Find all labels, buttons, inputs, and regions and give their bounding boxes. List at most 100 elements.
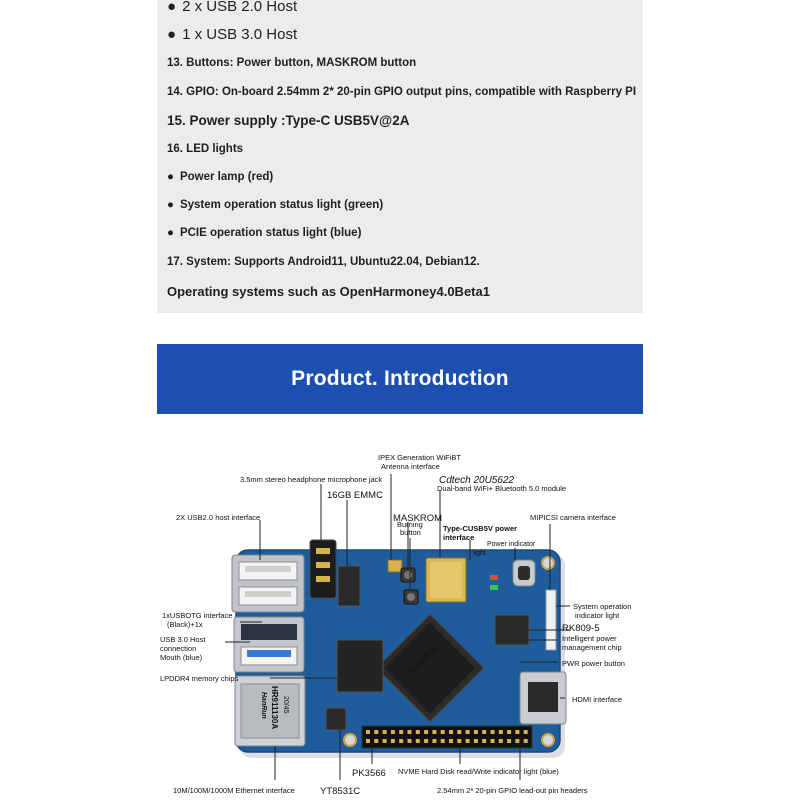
label-sys-light-2: indicator light — [575, 611, 620, 620]
gpio-pin — [482, 739, 487, 743]
gpio-pin — [407, 730, 412, 734]
usb2-ports — [231, 554, 305, 613]
spec-led-system: System operation status light (green) — [167, 199, 383, 211]
audio-jack — [309, 539, 337, 599]
gpio-pin — [399, 739, 404, 743]
label-ethernet: 10M/100M/1000M Ethernet interface — [173, 786, 295, 795]
ethernet-port: HanRun HR911130A 20/45 — [234, 675, 306, 747]
gpio-pin — [432, 739, 437, 743]
label-lpddr4: LPDDR4 memory chips — [160, 674, 239, 683]
label-power-light-1: Power indicator — [487, 541, 536, 548]
label-burning-2: button — [400, 528, 421, 537]
gpio-pin — [507, 730, 512, 734]
soc-chip: Rockchip — [375, 613, 485, 723]
eth-brand: HanRun — [260, 692, 267, 719]
label-usbotg-2: (Black)+1x — [167, 620, 203, 629]
label-typec-1: Type-CUSB5V power — [443, 524, 517, 533]
gpio-pin — [415, 730, 420, 734]
power-led — [490, 575, 498, 580]
gpio-pin — [465, 730, 470, 734]
gpio-pin — [390, 739, 395, 743]
label-rk809: RK809-5 — [562, 623, 600, 634]
label-wifi-bt: Dual-band WiFi+ Bluetooth 5.0 module — [437, 484, 566, 493]
spec-led-power: Power lamp (red) — [167, 171, 273, 183]
mount-hole — [541, 733, 555, 747]
label-cdtech: Cdtech 20U5622 — [439, 475, 514, 486]
label-pwr-button: PWR power button — [562, 659, 625, 668]
label-usb2-host: 2X USB2.0 host interface — [176, 513, 260, 522]
gpio-pin — [457, 739, 462, 743]
eth-part: HR911130A — [270, 686, 279, 729]
gpio-pin — [424, 730, 429, 734]
gpio-pin — [457, 730, 462, 734]
board-diagram: HanRun HR911130A 20/45 Rockchip — [160, 453, 631, 797]
label-typec-2: interface — [443, 533, 474, 542]
spec-gpio: 14. GPIO: On-board 2.54mm 2* 20-pin GPIO… — [167, 86, 637, 98]
phy-chip — [325, 707, 347, 731]
gpio-pin — [449, 739, 453, 743]
gpio-pin — [449, 730, 453, 734]
gpio-pin — [382, 730, 387, 734]
gpio-pin — [440, 739, 445, 743]
spec-buttons: 13. Buttons: Power button, MASKROM butto… — [167, 57, 417, 69]
label-usbotg-1: 1xUSBOTG interface — [162, 611, 232, 620]
gpio-pin — [473, 730, 478, 734]
gpio-pin — [432, 730, 437, 734]
gpio-pin — [366, 730, 370, 734]
gpio-pin — [424, 739, 429, 743]
gpio-pin — [374, 739, 379, 743]
wifi-shield — [430, 562, 462, 598]
gpio-pin — [407, 739, 412, 743]
audio-pin — [316, 548, 330, 554]
button-cap — [407, 593, 415, 601]
gpio-pin — [415, 739, 420, 743]
spec-led: 16. LED lights — [167, 143, 244, 155]
label-gpio-headers: 2.54mm 2* 20-pin GPIO lead-out pin heade… — [437, 786, 588, 795]
label-pk3566: PK3566 — [352, 768, 386, 779]
label-power-light-2: light — [473, 550, 486, 557]
spec-system: 17. System: Supports Android11, Ubuntu22… — [167, 256, 480, 268]
audio-pin — [316, 576, 330, 582]
gpio-pins — [366, 730, 528, 743]
label-usb3-3: Mouth (blue) — [160, 653, 203, 662]
gpio-pin — [515, 739, 520, 743]
audio-pin — [316, 562, 330, 568]
gpio-pin — [498, 730, 503, 734]
spec-panel: 2 x USB 2.0 Host 1 x USB 3.0 Host 13. Bu… — [157, 0, 643, 313]
mount-hole — [343, 733, 357, 747]
spec-led-pcie: PCIE operation status light (blue) — [167, 227, 361, 239]
label-pm-2: management chip — [562, 643, 622, 652]
lpddr4-chip — [336, 639, 384, 693]
mount-hole — [541, 556, 555, 570]
spec-os: Operating systems such as OpenHarmoney4.… — [167, 284, 490, 299]
label-audio-jack: 3.5mm stereo headphone microphone jack — [240, 475, 382, 484]
gpio-pin — [482, 730, 487, 734]
gpio-pin — [366, 739, 370, 743]
label-usb3-1: USB 3.0 Host — [160, 635, 206, 644]
hdmi-opening — [528, 682, 558, 712]
gpio-pin — [490, 730, 495, 734]
gpio-pin — [523, 730, 528, 734]
gpio-pin — [399, 730, 404, 734]
label-ipex-1: IPEX Generation WiFiBT — [378, 453, 461, 462]
label-maskrom: MASKROM — [393, 513, 442, 524]
label-yt8531c: YT8531C — [320, 786, 360, 797]
gpio-pin — [440, 730, 445, 734]
mipi-connector — [545, 589, 557, 651]
label-mipi: MIPICSI camera interface — [530, 513, 616, 522]
label-pm-1: Intelligent power — [562, 634, 617, 643]
label-nvme: NVME Hard Disk read/Write indicator ligh… — [398, 767, 559, 776]
gpio-pin — [382, 739, 387, 743]
status-led — [490, 585, 498, 590]
gpio-pin — [523, 739, 528, 743]
ipex-connector — [387, 559, 403, 573]
eth-code: 20/45 — [282, 696, 289, 714]
label-burning-1: Burning — [397, 520, 423, 529]
spec-power: 15. Power supply :Type-C USB5V@2A — [167, 113, 410, 128]
label-ipex-2: Antenna interface — [381, 462, 440, 471]
gpio-pin — [515, 730, 520, 734]
gpio-pin — [507, 739, 512, 743]
label-sys-light-1: System operation — [573, 602, 631, 611]
label-hdmi: HDMI interface — [572, 695, 622, 704]
gpio-pin — [374, 730, 379, 734]
